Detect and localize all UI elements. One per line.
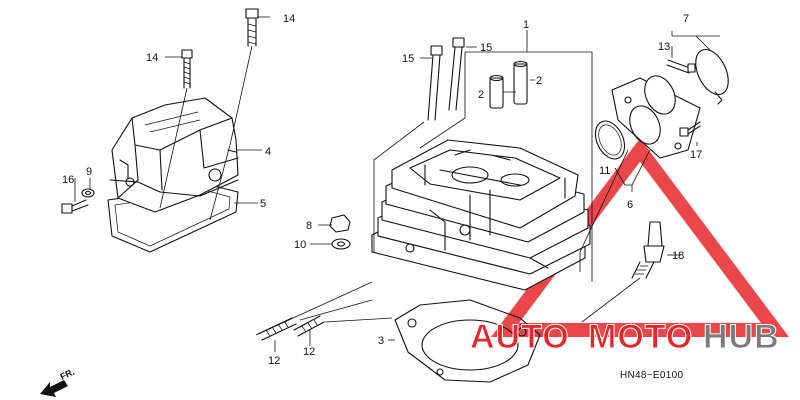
label-15b: 15 xyxy=(480,42,492,54)
label-12b: 12 xyxy=(303,346,315,358)
valve-guide-2a xyxy=(489,74,504,109)
nut-8 xyxy=(329,214,351,233)
insulator-6 xyxy=(611,75,701,159)
label-9: 9 xyxy=(86,166,92,178)
label-4: 4 xyxy=(265,146,271,158)
label-12a: 12 xyxy=(268,355,280,367)
label-3: 3 xyxy=(378,335,384,347)
label-10: 10 xyxy=(294,239,306,251)
bolt-16 xyxy=(61,199,89,214)
label-17: 17 xyxy=(690,149,702,161)
label-5: 5 xyxy=(260,198,266,210)
washer-9 xyxy=(81,188,95,198)
label-8: 8 xyxy=(306,220,312,232)
bolt-14-left xyxy=(181,49,193,89)
band-7 xyxy=(695,48,729,105)
screw-13 xyxy=(666,59,696,74)
cylinder-head xyxy=(371,139,591,291)
label-15a: 15 xyxy=(402,53,414,65)
cylinder-head-cover xyxy=(107,97,239,253)
label-16: 16 xyxy=(62,174,74,186)
label-13: 13 xyxy=(658,41,670,53)
label-7: 7 xyxy=(683,13,689,25)
stud-12b xyxy=(293,315,325,337)
label-18: 18 xyxy=(672,250,684,262)
part-labels: 1 2 2 3 4 5 6 7 8 9 10 11 12 12 13 14 14… xyxy=(62,13,702,367)
stud-12a xyxy=(257,317,297,341)
watermark-auto: AUTO xyxy=(470,318,570,356)
screw-17 xyxy=(679,121,701,137)
front-arrow-icon xyxy=(40,380,68,397)
washer-10 xyxy=(331,238,351,250)
label-14b: 14 xyxy=(283,13,295,25)
watermark-logo: AUTO MOTO HUB xyxy=(470,318,780,357)
watermark-moto: MOTO xyxy=(588,318,693,356)
valve-guide-2b xyxy=(513,60,528,105)
label-11: 11 xyxy=(599,165,610,177)
o-ring-11 xyxy=(594,120,626,160)
label-6: 6 xyxy=(627,199,633,211)
front-direction-label: FR. xyxy=(59,367,76,382)
label-2b: 2 xyxy=(536,75,542,87)
leader-lines xyxy=(74,16,720,352)
bolt-14-top xyxy=(245,8,259,47)
diagram-code: HN48−E0100 xyxy=(620,370,683,381)
head-gasket-3 xyxy=(394,299,541,383)
label-1: 1 xyxy=(523,19,529,31)
bolt-15-right xyxy=(448,37,465,111)
label-2a: 2 xyxy=(478,89,484,101)
watermark-hub: HUB xyxy=(703,318,780,356)
front-direction-indicator: FR. xyxy=(40,367,76,397)
bolt-15-left xyxy=(427,45,443,121)
label-14a: 14 xyxy=(146,52,158,64)
spark-plug-18 xyxy=(631,221,665,279)
